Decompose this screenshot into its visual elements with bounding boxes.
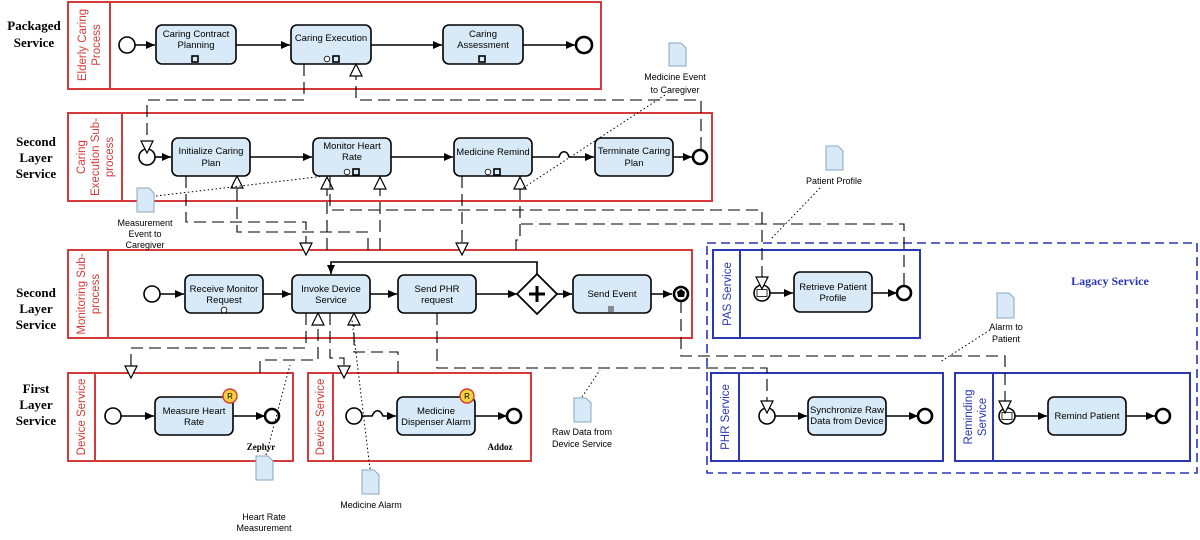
svg-text:Send Event: Send Event [587,289,636,300]
svg-text:Medicine Alarm: Medicine Alarm [340,500,402,510]
svg-text:Device Service: Device Service [76,379,88,456]
svg-text:R: R [227,392,233,401]
resource-badge-icon: R [222,388,238,404]
parallel-gateway [515,272,559,316]
vendor-label-zephyr: Zephyr [247,442,276,452]
pool-phr-service: PHR Service [710,372,944,462]
message-flows [131,64,1005,407]
pool-device-service-2: Device Service [307,372,532,462]
end-event-elderly [574,35,594,55]
document-medicine-alarm: Medicine Alarm [340,319,402,510]
svg-text:Patient Profile: Patient Profile [806,176,862,186]
svg-text:Medicine Remind: Medicine Remind [456,147,529,158]
svg-text:Caring Execution: Caring Execution [295,33,367,44]
task-caring-execution[interactable]: Caring Execution [290,24,372,65]
end-event-caring-execution [691,148,709,166]
legacy-service-boundary [706,242,1198,474]
resource-badge-icon: R [459,388,475,404]
pool-device-service-1: Device Service [67,372,294,462]
document-patient-profile: Patient Profile [769,145,862,241]
start-event-monitoring [143,285,161,303]
start-event-device-1 [104,407,122,425]
svg-text:Monitoring Sub-process: Monitoring Sub-process [76,253,102,334]
start-event-device-2 [345,407,363,425]
svg-text:Device Service: Device Service [315,379,327,456]
end-event-phr [916,407,934,425]
start-event-elderly [118,36,136,54]
task-medicine-remind[interactable]: Medicine Remind [453,137,533,177]
pool-pas-service: PAS Service [712,249,921,339]
end-event-device-2 [505,407,523,425]
end-event-pas [895,284,913,302]
svg-text:R: R [464,392,470,401]
end-event-reminding [1154,407,1172,425]
svg-text:Remind Patient: Remind Patient [1055,411,1120,422]
start-event-caring-execution [138,148,156,166]
task-remind-patient[interactable]: Remind Patient [1047,396,1127,436]
svg-text:PHR Service: PHR Service [720,384,732,450]
start-event-phr [758,407,776,425]
legacy-service-title: Lagacy Service [1071,274,1149,288]
svg-text:PAS Service: PAS Service [722,262,734,326]
task-send-event[interactable]: Send Event [572,274,652,314]
vendor-label-addoz: Addoz [487,442,512,452]
